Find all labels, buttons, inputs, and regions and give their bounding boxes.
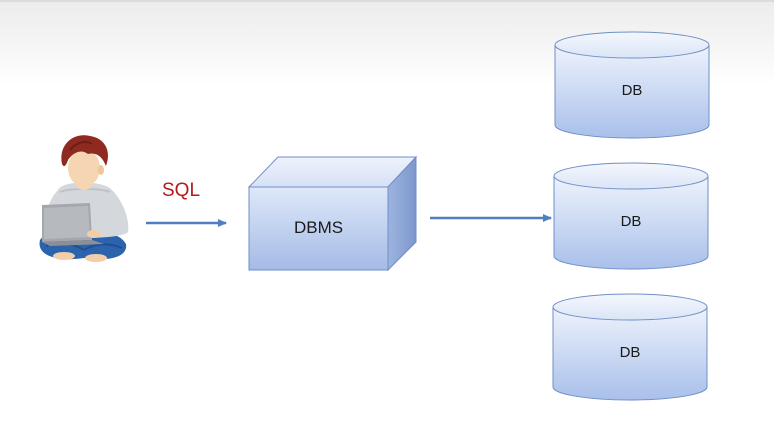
top-rule (0, 0, 774, 2)
user-with-laptop-icon (39, 135, 129, 262)
sql-label: SQL (162, 180, 201, 201)
dbms-box (247, 155, 418, 272)
database-cylinder-3 (552, 293, 708, 401)
db-label-3: DB (619, 344, 641, 361)
db-label-2: DB (620, 213, 642, 230)
db-label-1: DB (621, 82, 643, 99)
dbms-label: DBMS (294, 218, 344, 237)
database-cylinder-2 (553, 162, 709, 270)
database-cylinder-1 (554, 31, 710, 139)
